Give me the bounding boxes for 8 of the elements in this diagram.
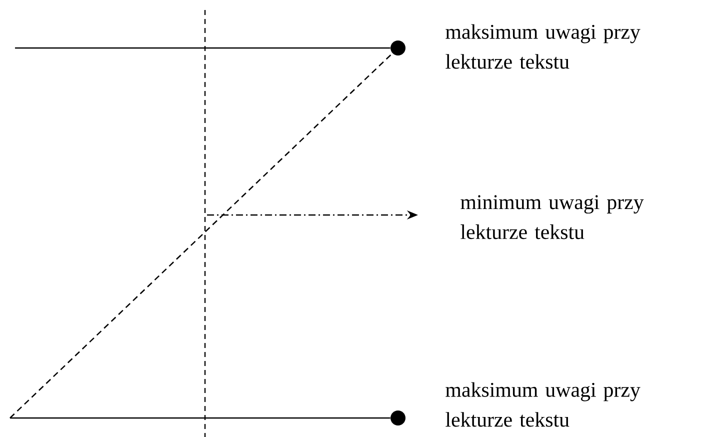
text-label: minimum uwagi przy lekturze tekstu xyxy=(460,195,644,240)
connector-line xyxy=(15,47,390,49)
dot-marker xyxy=(390,40,406,56)
dot-marker xyxy=(390,410,406,426)
connector-line xyxy=(10,417,390,419)
text-label: maksimum uwagi przy lekturze tekstu xyxy=(446,382,640,427)
connector-line xyxy=(10,52,393,418)
text-label: maksimum uwagi przy lekturze tekstu xyxy=(446,24,640,69)
